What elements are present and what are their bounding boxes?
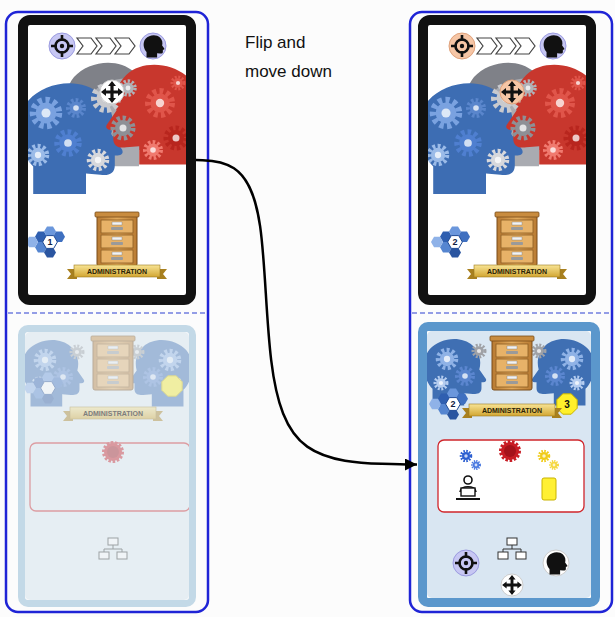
faded-card-art [99, 538, 127, 559]
card-art [539, 451, 549, 461]
card-art [429, 388, 468, 419]
card-art [467, 265, 567, 279]
card-art [500, 80, 524, 104]
card-art [424, 336, 594, 596]
card-art [502, 575, 522, 595]
faded-card-art [63, 407, 163, 421]
card-art [438, 440, 584, 512]
stack-panel [6, 12, 208, 612]
card-art [550, 461, 558, 469]
card: 2ADMINISTRATION [418, 15, 596, 305]
card-art [498, 538, 526, 559]
card-art [451, 35, 473, 57]
card-art [455, 552, 477, 574]
card-art [428, 63, 586, 194]
card-art [431, 226, 470, 257]
card-title: ADMINISTRATION [77, 267, 157, 276]
card-art [28, 63, 186, 194]
card-art [501, 574, 523, 596]
card-art [461, 451, 471, 461]
card-art [428, 63, 586, 194]
card: 1ADMINISTRATION [18, 15, 196, 305]
card-art [501, 81, 523, 103]
card-art [19, 33, 200, 279]
card-title: ADMINISTRATION [472, 406, 552, 415]
badge-number: 2 [446, 398, 460, 410]
card-art [101, 81, 123, 103]
card-art [477, 38, 535, 54]
card-art [77, 38, 135, 54]
faded-card-art [24, 372, 63, 403]
card-art [453, 550, 479, 576]
card-art [100, 80, 124, 104]
badge-number: 2 [448, 236, 462, 248]
card-art [462, 404, 562, 418]
stack-panel [6, 12, 612, 612]
card-art [49, 33, 75, 59]
card-art [144, 35, 165, 57]
badge-number: 1 [43, 236, 57, 248]
slot-divider [8, 312, 206, 313]
card-art [67, 265, 167, 279]
faded-card-art [22, 336, 192, 559]
card-art [543, 550, 569, 576]
faded-card-art [104, 443, 122, 461]
card: 2ADMINISTRATION 3 [418, 322, 600, 607]
card-art [472, 461, 480, 469]
card: ADMINISTRATION [18, 325, 196, 607]
card-art [540, 33, 566, 59]
card-art [26, 226, 65, 257]
card-art [542, 478, 556, 500]
card-art [547, 552, 568, 574]
card-title: ADMINISTRATION [477, 267, 557, 276]
flow-arrow [196, 160, 417, 465]
card-art [449, 33, 475, 59]
card-art [95, 212, 139, 266]
card-art [495, 212, 539, 266]
faded-card-art [91, 336, 135, 390]
card-art [28, 63, 186, 194]
faded-card-art [30, 443, 190, 511]
card-art [456, 476, 480, 499]
slot-divider [412, 312, 610, 313]
card-art [51, 35, 73, 57]
card-art [490, 336, 534, 390]
slot-divider [8, 312, 610, 313]
card-title: ADMINISTRATION [73, 409, 153, 418]
card-art [544, 35, 565, 57]
card-art [419, 33, 600, 279]
cost-number: 3 [559, 398, 575, 411]
connector-group [196, 160, 417, 465]
faded-card-art [162, 376, 182, 396]
stack-panel [410, 12, 612, 612]
card-art [140, 33, 166, 59]
card-art [501, 442, 519, 460]
card-art [557, 394, 577, 414]
edge-label: Flip and move down [245, 28, 340, 86]
